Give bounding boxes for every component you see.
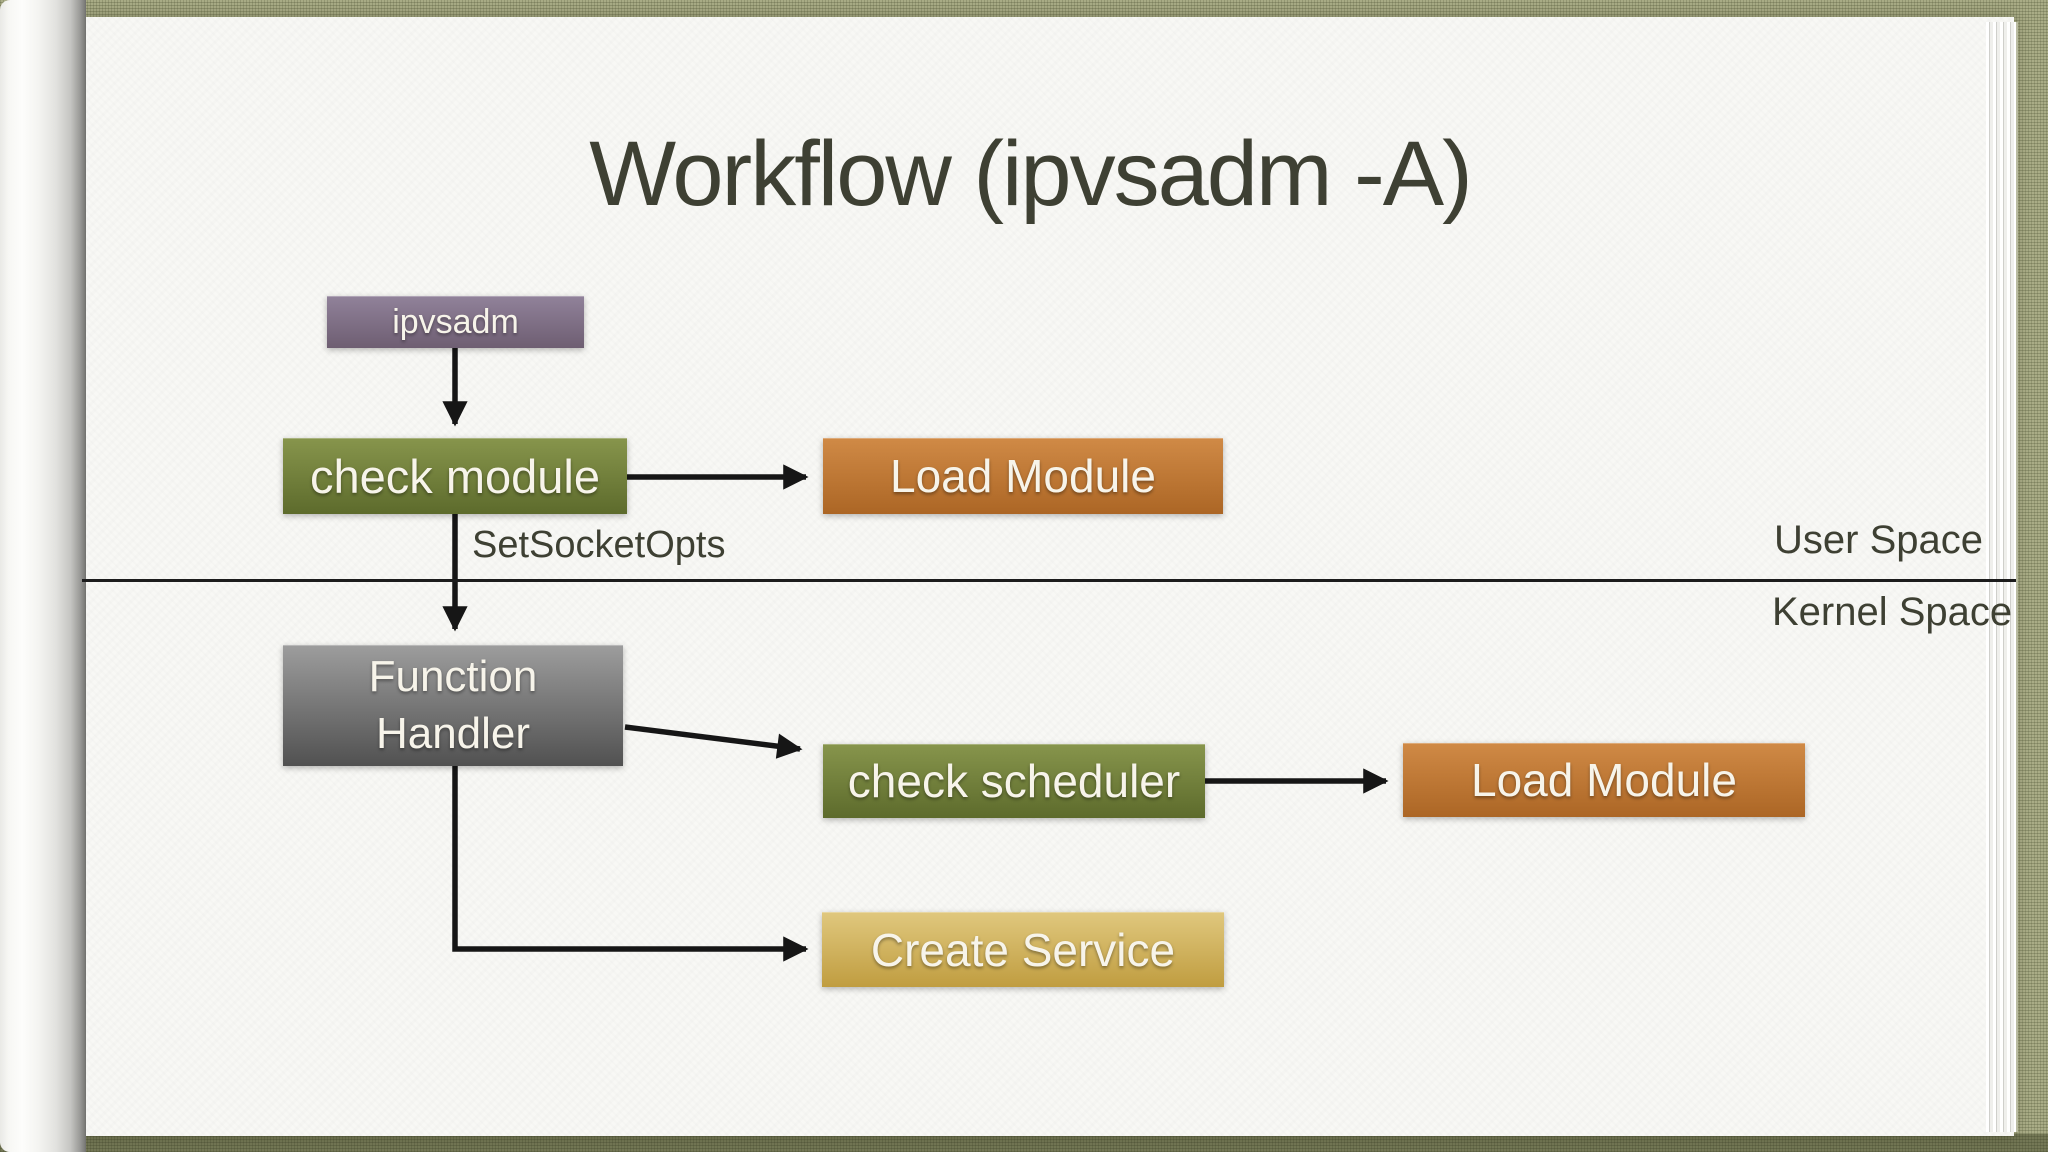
region-label-kernel-space: Kernel Space (1772, 590, 2013, 634)
arrow-function-handler-to-check-scheduler (624, 724, 803, 759)
node-ipvsadm: ipvsadm (327, 296, 584, 348)
user-kernel-divider-line (82, 579, 2016, 582)
node-function-handler: Function Handler (283, 645, 623, 766)
edge-label-setsocketopts: SetSocketOpts (472, 524, 726, 566)
node-load-module-kernel-space: Load Module (1403, 743, 1805, 817)
arrow-function-handler-to-create-service (452, 766, 809, 962)
book-cover-bottom-shade (0, 1134, 2048, 1152)
slide-title: Workflow (ipvsadm -A) (589, 123, 1473, 225)
node-check-scheduler: check scheduler (823, 744, 1205, 818)
node-load-module-user-space: Load Module (823, 438, 1223, 514)
node-check-module: check module (283, 438, 627, 514)
page-stack-edge (1986, 22, 2018, 1132)
page-curl (0, 0, 86, 1152)
node-create-service: Create Service (822, 912, 1224, 987)
region-label-user-space: User Space (1774, 518, 1983, 562)
